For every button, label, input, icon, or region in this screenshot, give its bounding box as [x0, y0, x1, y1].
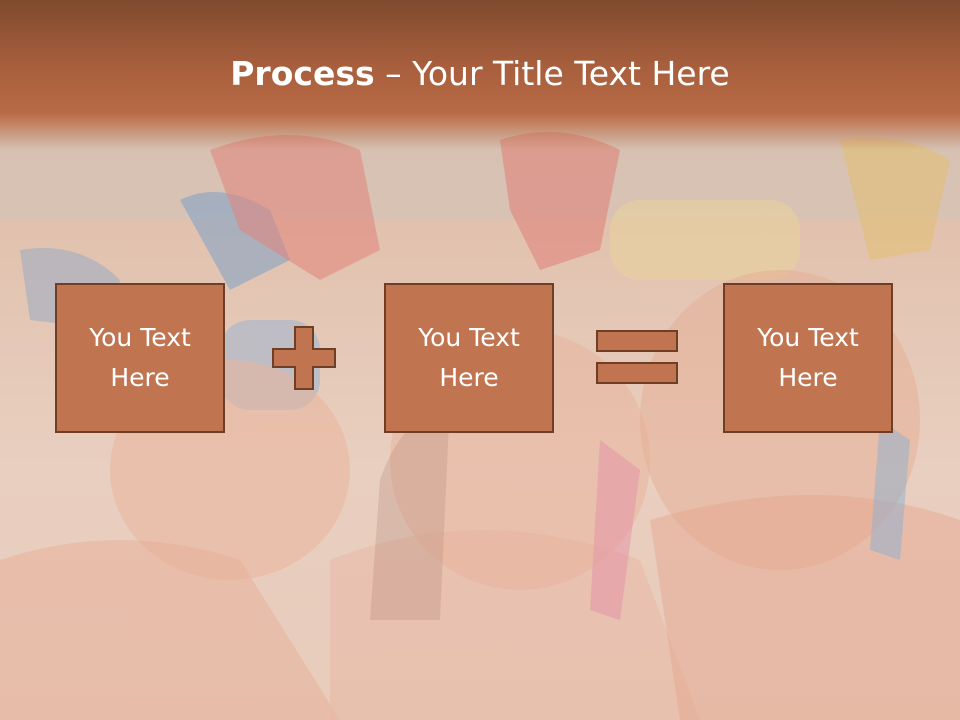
text-box-1-line2: Here	[110, 363, 170, 392]
title-dash: –	[374, 54, 413, 93]
text-box-2[interactable]: You Text Here	[384, 283, 554, 433]
equals-icon	[596, 330, 678, 384]
text-box-2-line2: Here	[439, 363, 499, 392]
slide-title[interactable]: Process – Your Title Text Here	[0, 52, 960, 96]
plus-icon	[272, 326, 336, 390]
text-box-1-line1: You Text	[89, 323, 191, 352]
title-rest: Your Title Text Here	[412, 54, 730, 93]
text-box-3-line1: You Text	[757, 323, 859, 352]
text-box-2-line1: You Text	[418, 323, 520, 352]
text-box-3[interactable]: You Text Here	[723, 283, 893, 433]
title-bold: Process	[230, 54, 375, 93]
title-band	[0, 0, 960, 150]
text-box-1[interactable]: You Text Here	[55, 283, 225, 433]
text-box-3-line2: Here	[778, 363, 838, 392]
